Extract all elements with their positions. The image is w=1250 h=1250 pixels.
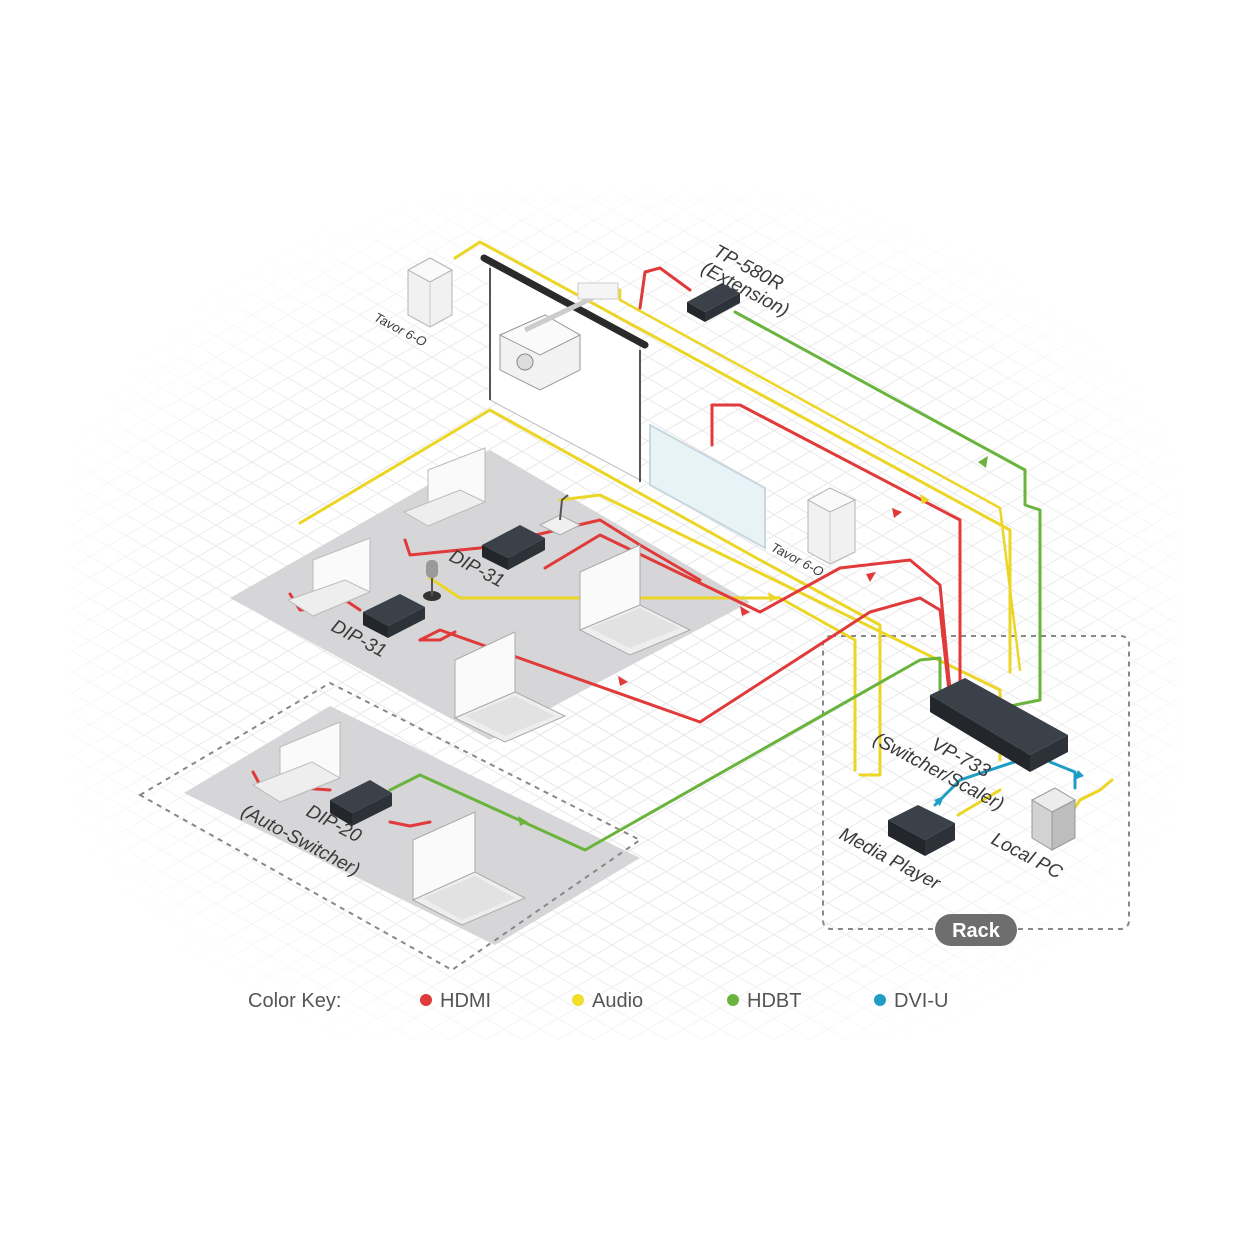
hdbt-key-dot	[727, 994, 739, 1006]
microphone-icon	[423, 560, 441, 601]
rack-badge: Rack	[935, 914, 1017, 946]
audio-key-dot	[572, 994, 584, 1006]
cables	[251, 240, 1114, 852]
hdmi-key-dot	[420, 994, 432, 1006]
projector	[498, 282, 619, 391]
audio-cable-ceiling	[298, 408, 882, 777]
laptop-icon	[578, 544, 692, 656]
hdmi-cable-tp580r	[638, 266, 692, 310]
rack-zone	[822, 635, 1130, 930]
laptop-icon	[286, 537, 372, 617]
wall-display	[649, 423, 766, 550]
hdmi-cable-display	[710, 403, 962, 682]
laptop-icon	[402, 447, 487, 527]
color-key: Color Key: HDMI Audio HDBT DVI-U	[248, 990, 948, 1012]
color-key-dviu: DVI-U	[894, 990, 948, 1012]
speaker-top-icon	[406, 257, 454, 328]
dip31-lower-device	[363, 594, 425, 638]
color-key-audio: Audio	[592, 990, 643, 1012]
dip20-device	[330, 780, 392, 826]
local-pc-icon	[1030, 787, 1077, 851]
dviu-cable-local-pc	[1048, 760, 1077, 790]
dip31-upper-device	[482, 525, 545, 570]
laptop-icon	[411, 811, 527, 926]
hdbt-cable-dip20	[388, 656, 942, 852]
dviu-key-dot	[874, 994, 886, 1006]
hdbt-cable-tp580r	[733, 310, 1042, 708]
color-key-title: Color Key:	[248, 990, 341, 1012]
color-key-hdmi: HDMI	[440, 990, 491, 1012]
meeting-room-floor	[230, 450, 750, 740]
rack-label: Rack	[952, 920, 1001, 942]
vp733-device	[930, 678, 1068, 772]
audio-cable-speaker-top	[453, 240, 1012, 674]
speaker-right-icon	[806, 487, 857, 565]
tp580r-device	[687, 283, 740, 322]
media-player-device	[888, 805, 955, 856]
laptop-icon	[453, 631, 567, 743]
signal-arrows	[518, 456, 1084, 826]
laptop-icon	[251, 721, 342, 803]
gooseneck-mic-icon	[538, 494, 582, 536]
color-key-hdbt: HDBT	[747, 990, 801, 1012]
